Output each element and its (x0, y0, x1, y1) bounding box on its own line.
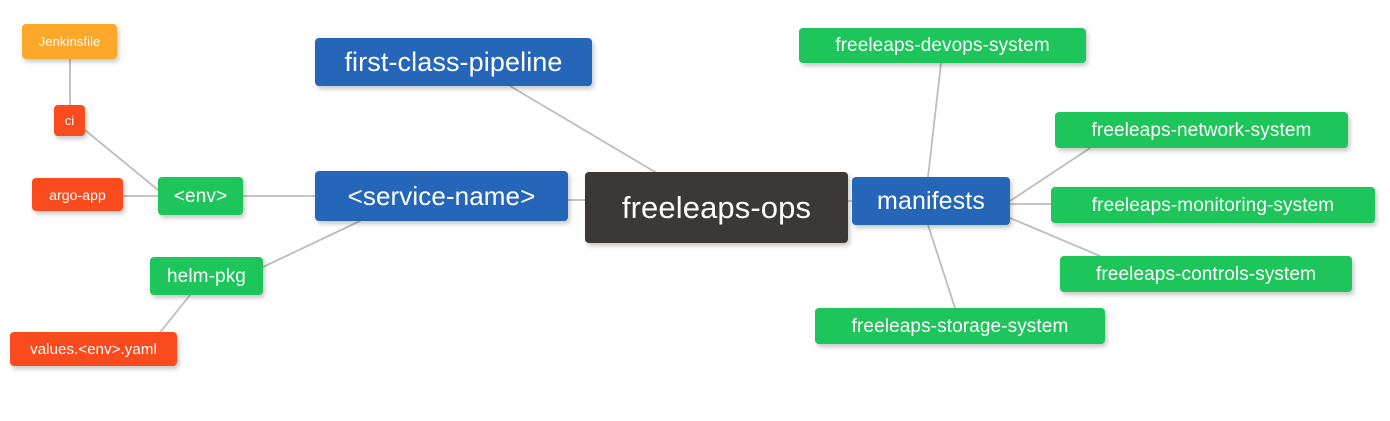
mindmap-node-jenkinsfile[interactable]: Jenkinsfile (22, 24, 117, 59)
edge-first-class-pipeline-to-freeleaps-ops (509, 85, 656, 173)
edge-helm-pkg-to-service-name (262, 220, 361, 268)
mindmap-node-freeleaps-ops[interactable]: freeleaps-ops (585, 172, 848, 243)
mindmap-node-label-jenkinsfile: Jenkinsfile (38, 34, 101, 49)
mindmap-node-first-class-pipeline[interactable]: first-class-pipeline (315, 38, 592, 86)
mindmap-node-label-manifests: manifests (877, 186, 985, 215)
mindmap-node-label-freeleaps-controls-system: freeleaps-controls-system (1095, 263, 1317, 285)
mindmap-node-label-ci: ci (64, 113, 75, 128)
mindmap-node-freeleaps-storage-system[interactable]: freeleaps-storage-system (815, 308, 1105, 344)
mindmap-node-service-name[interactable]: <service-name> (315, 171, 568, 221)
mindmap-node-manifests[interactable]: manifests (852, 177, 1010, 225)
mindmap-node-freeleaps-network-system[interactable]: freeleaps-network-system (1055, 112, 1348, 148)
mindmap-node-freeleaps-controls-system[interactable]: freeleaps-controls-system (1060, 256, 1352, 292)
mindmap-node-helm-pkg[interactable]: helm-pkg (150, 257, 263, 295)
mindmap-node-label-freeleaps-monitoring-system: freeleaps-monitoring-system (1091, 194, 1335, 216)
mindmap-node-label-values-env-yaml: values.<env>.yaml (30, 340, 157, 358)
mindmap-node-freeleaps-monitoring-system[interactable]: freeleaps-monitoring-system (1051, 187, 1375, 223)
mindmap-node-label-freeleaps-devops-system: freeleaps-devops-system (835, 35, 1050, 56)
mindmap-node-values-env-yaml[interactable]: values.<env>.yaml (10, 332, 177, 366)
mindmap-node-label-service-name: <service-name> (347, 181, 536, 211)
edge-manifests-to-freeleaps-storage-system (927, 224, 956, 309)
mindmap-node-ci[interactable]: ci (54, 105, 85, 136)
mindmap-node-argo-app[interactable]: argo-app (32, 178, 123, 211)
mindmap-node-label-argo-app: argo-app (49, 186, 106, 203)
mindmap-node-label-env: <env> (173, 185, 228, 207)
mindmap-node-label-helm-pkg: helm-pkg (167, 265, 246, 287)
mindmap-node-label-freeleaps-storage-system: freeleaps-storage-system (851, 315, 1069, 337)
edge-manifests-to-freeleaps-controls-system (1009, 217, 1101, 257)
mindmap-node-label-first-class-pipeline: first-class-pipeline (344, 46, 563, 77)
mindmap-node-label-freeleaps-ops: freeleaps-ops (621, 190, 812, 225)
mindmap-node-env[interactable]: <env> (158, 177, 243, 215)
mindmap-node-freeleaps-devops-system[interactable]: freeleaps-devops-system (799, 28, 1086, 63)
mindmap-node-label-freeleaps-network-system: freeleaps-network-system (1091, 119, 1312, 141)
edge-manifests-to-freeleaps-devops-system (927, 62, 942, 178)
